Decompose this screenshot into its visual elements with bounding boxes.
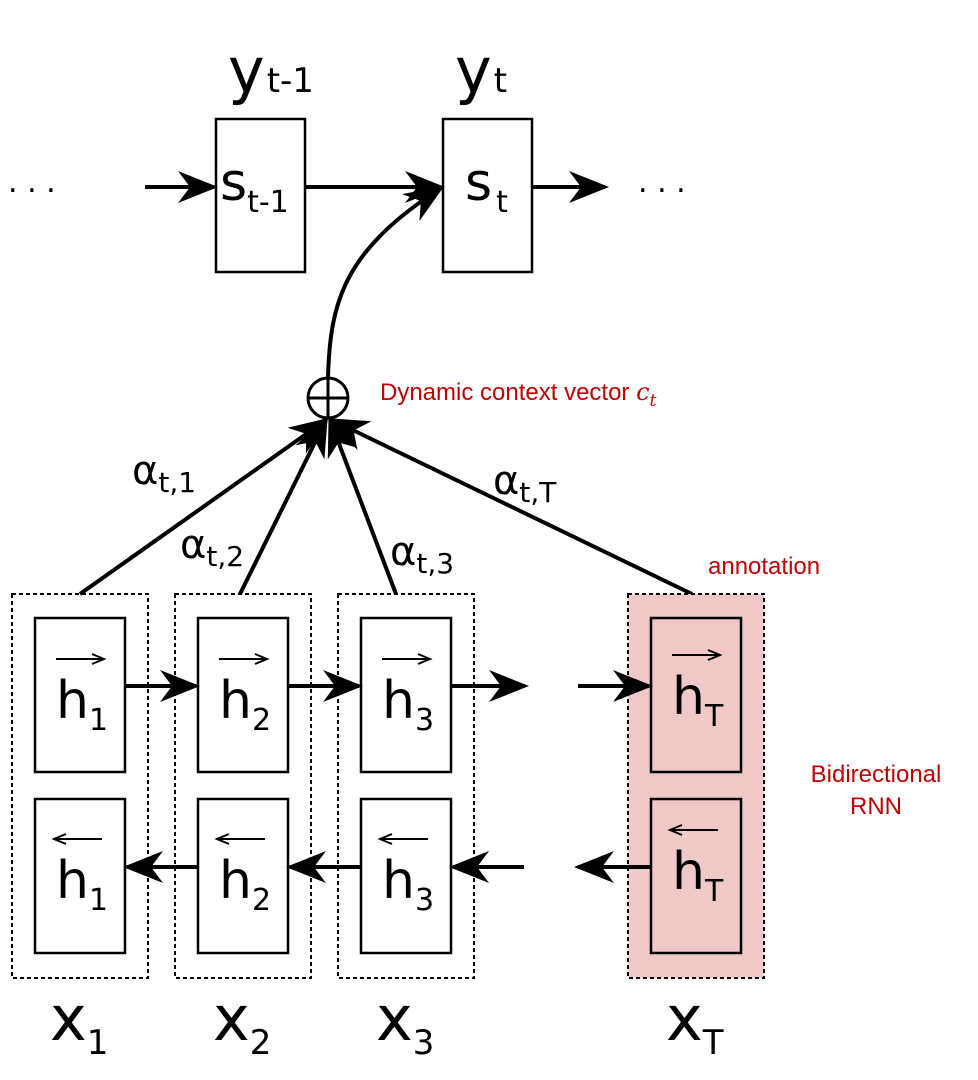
- birnn-label-line1: Bidirectional: [811, 761, 942, 788]
- arrow-context-to-s-t: [326, 185, 445, 379]
- attention-line-1: [78, 417, 330, 596]
- ellipsis-left: . . .: [8, 165, 56, 200]
- birnn-label-line2: RNN: [850, 793, 902, 820]
- decoder-state-label-s-t-minus-1: st-1: [220, 153, 289, 220]
- input-label-x-3: x3: [376, 982, 434, 1063]
- forward-state-label-2: h2: [219, 653, 271, 738]
- context-vector-label: Dynamic context vector ct: [380, 378, 657, 411]
- forward-state-label-T: hT: [672, 649, 724, 734]
- forward-state-box-1: [33, 616, 127, 774]
- backward-state-label-2: h2: [214, 833, 271, 918]
- output-label-y-t-minus-1: yt-1: [228, 34, 314, 107]
- weight-label-3: αt,3: [390, 529, 454, 580]
- input-label-x-1: x1: [50, 982, 108, 1063]
- svg-text:h2: h2: [219, 851, 271, 918]
- encoder-group-2: [174, 593, 312, 979]
- attention-line-T: [328, 418, 693, 596]
- forward-state-label-3: h3: [382, 653, 434, 738]
- encoder-group-3: [337, 593, 475, 979]
- output-label-y-t: yt: [455, 34, 507, 107]
- annotation-label: annotation: [708, 553, 820, 580]
- svg-text:h3: h3: [382, 851, 434, 918]
- backward-state-box-T: [649, 797, 743, 955]
- annotation-highlight: [628, 594, 764, 978]
- svg-text:h1: h1: [56, 851, 108, 918]
- svg-text:h2: h2: [219, 671, 271, 738]
- input-label-x-T: xT: [666, 982, 724, 1063]
- svg-text:hT: hT: [672, 667, 724, 734]
- svg-text:h3: h3: [382, 671, 434, 738]
- ellipsis-right: . . .: [638, 165, 686, 200]
- svg-text:h1: h1: [56, 671, 108, 738]
- weight-label-1: αt,1: [132, 448, 196, 499]
- attention-line-2: [238, 416, 328, 595]
- backward-state-label-3: h3: [377, 833, 434, 918]
- backward-state-label-1: h1: [51, 833, 108, 918]
- encoder-group-1: [11, 593, 149, 979]
- weight-label-2: αt,2: [180, 522, 244, 573]
- svg-text:hT: hT: [672, 842, 724, 909]
- forward-state-label-1: h1: [56, 653, 108, 738]
- weight-label-T: αt,T: [493, 458, 557, 509]
- backward-state-label-T: hT: [667, 824, 724, 909]
- encoder-group-T: [627, 593, 765, 979]
- context-sum-node: [306, 376, 350, 420]
- input-label-x-2: x2: [213, 982, 271, 1063]
